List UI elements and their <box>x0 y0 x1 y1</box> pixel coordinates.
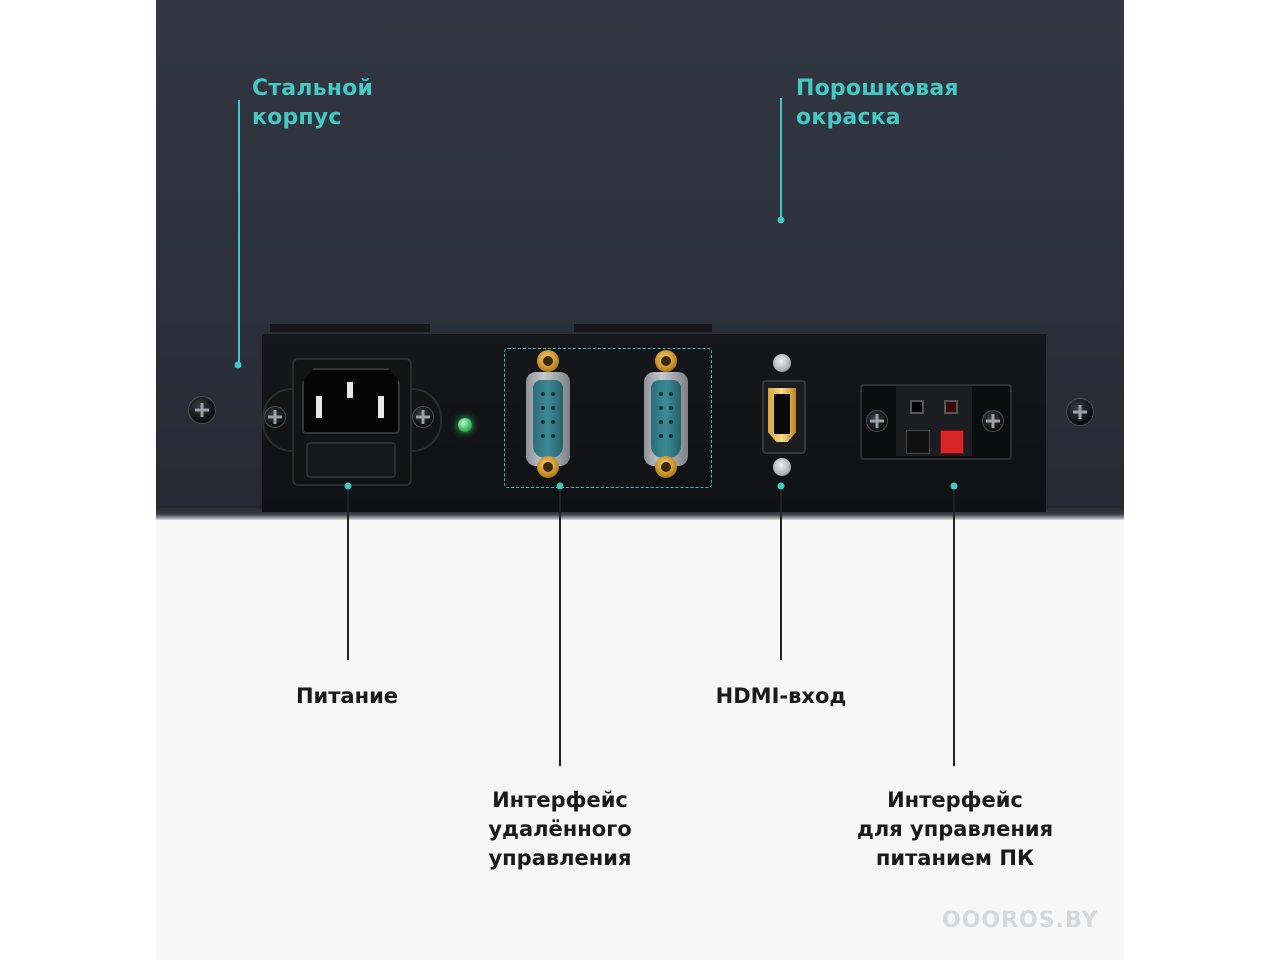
label-hdmi-input: HDMI-вход <box>715 684 847 708</box>
db9-port-1 <box>526 350 570 488</box>
serial-ports-group <box>504 348 712 488</box>
callout-line-hdmi <box>780 490 782 660</box>
label-remote-iface-line3: управления <box>488 846 632 870</box>
callout-line-steel-case <box>238 100 240 364</box>
watermark: OOOROS.BY <box>942 908 1099 933</box>
fuse-holder <box>306 442 396 478</box>
db9-1-bottom-nut-icon <box>537 456 559 478</box>
power-inlet-socket <box>302 368 400 434</box>
terminal-hole-black <box>910 400 924 414</box>
housing-screw-right-icon <box>1066 398 1094 426</box>
power-pin-earth <box>347 382 353 398</box>
label-remote-iface-line1: Интерфейс <box>492 788 628 812</box>
label-pc-power-iface: Интерфейс для управления питанием ПК <box>830 786 1080 873</box>
db9-1-face <box>533 380 563 458</box>
callout-dot-remote-iface <box>556 482 564 490</box>
db9-2-face <box>651 380 681 458</box>
power-pin-live <box>316 396 322 418</box>
power-screw-left-icon <box>264 406 286 428</box>
label-steel-case-line1: Стальной <box>252 76 374 101</box>
terminal-hole-red <box>944 400 958 414</box>
callout-dot-powder-coat <box>777 216 785 224</box>
hdmi-port <box>768 388 796 442</box>
label-steel-case-line2: корпус <box>252 105 342 130</box>
plate-tab-left <box>270 324 430 334</box>
callout-line-powder-coat <box>780 98 782 220</box>
terminal-clip-red <box>940 430 964 454</box>
callout-dot-hdmi <box>777 482 785 490</box>
power-pin-neutral <box>378 396 384 418</box>
terminal-screw-left-icon <box>866 410 888 432</box>
label-pc-power-iface-line1: Интерфейс <box>887 788 1023 812</box>
callout-line-remote-iface <box>559 490 561 766</box>
label-steel-case: Стальной корпус <box>252 74 373 132</box>
plate-tab-middle <box>574 324 712 334</box>
callout-dot-power <box>344 482 352 490</box>
label-remote-iface: Интерфейс удалённого управления <box>460 786 660 873</box>
status-led-icon <box>458 418 472 432</box>
label-remote-iface-line2: удалённого <box>488 817 632 841</box>
terminal-screw-right-icon <box>982 410 1004 432</box>
label-pc-power-iface-line2: для управления <box>856 817 1054 841</box>
label-powder-coat-line1: Порошковая <box>796 76 959 101</box>
db9-2-bottom-nut-icon <box>655 456 677 478</box>
db9-port-2 <box>644 350 688 488</box>
label-powder-coat-line2: окраска <box>796 105 901 130</box>
callout-line-pc-power-iface <box>953 490 955 766</box>
hdmi-connector <box>760 354 806 478</box>
label-power: Питание <box>295 684 399 708</box>
callout-dot-pc-power-iface <box>950 482 958 490</box>
callout-dot-steel-case <box>234 361 242 369</box>
label-pc-power-iface-line3: питанием ПК <box>875 846 1035 870</box>
hdmi-top-screw-icon <box>773 354 791 372</box>
hdmi-bottom-screw-icon <box>773 458 791 476</box>
db9-2-top-nut-icon <box>655 350 677 372</box>
power-screw-right-icon <box>412 406 434 428</box>
label-powder-coat: Порошковая окраска <box>796 74 959 132</box>
housing-screw-left-icon <box>188 396 216 424</box>
terminal-clip-black <box>906 430 930 454</box>
spring-terminal <box>860 384 1012 460</box>
db9-1-top-nut-icon <box>537 350 559 372</box>
callout-line-power <box>347 490 349 660</box>
power-inlet-connector <box>262 358 442 486</box>
